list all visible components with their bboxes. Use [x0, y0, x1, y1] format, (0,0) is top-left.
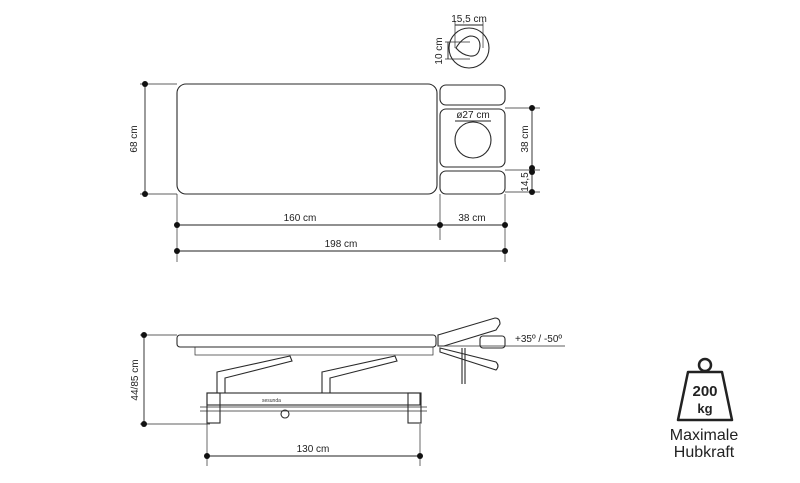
capacity-caption-line2: Hubkraft [674, 444, 735, 461]
height-range-label: 44/85 cm [130, 359, 141, 400]
weight-icon [676, 357, 734, 422]
right-dimensions: 38 cm 14,5 [505, 105, 540, 195]
length-dimensions: 160 cm 38 cm 198 cm [174, 194, 508, 262]
body-length-label: 160 cm [284, 213, 317, 224]
base-length-label: 130 cm [297, 444, 330, 455]
total-length-label: 198 cm [325, 239, 358, 250]
side-section-width-label: 14,5 [520, 172, 531, 192]
capacity-unit: kg [697, 401, 712, 416]
table-top-view: ø27 cm [176, 83, 506, 195]
head-section-width-label: 38 cm [520, 125, 531, 152]
head-length-label: 38 cm [458, 213, 485, 224]
face-hole-detail: 15,5 cm 10 cm [434, 14, 490, 69]
capacity-caption-line1: Maximale [670, 427, 739, 444]
height-dimension: 44/85 cm [130, 332, 210, 427]
brand-label: sesunda [262, 398, 281, 404]
lift-capacity: 200 kg Maximale Hubkraft [670, 357, 739, 461]
head-angle-label: +35º / -50º [515, 334, 562, 345]
head-angle: +35º / -50º [440, 334, 565, 347]
base-length-dimension: 130 cm [204, 424, 423, 466]
table-side-view: sesunda [176, 317, 506, 424]
width-dimension: 68 cm [129, 81, 177, 197]
head-hole-diameter-label: ø27 cm [456, 110, 489, 121]
capacity-value: 200 [692, 383, 717, 400]
width-label: 68 cm [129, 125, 140, 152]
face-hole-width-label: 15,5 cm [451, 14, 487, 25]
face-hole-height-label: 10 cm [434, 37, 445, 64]
